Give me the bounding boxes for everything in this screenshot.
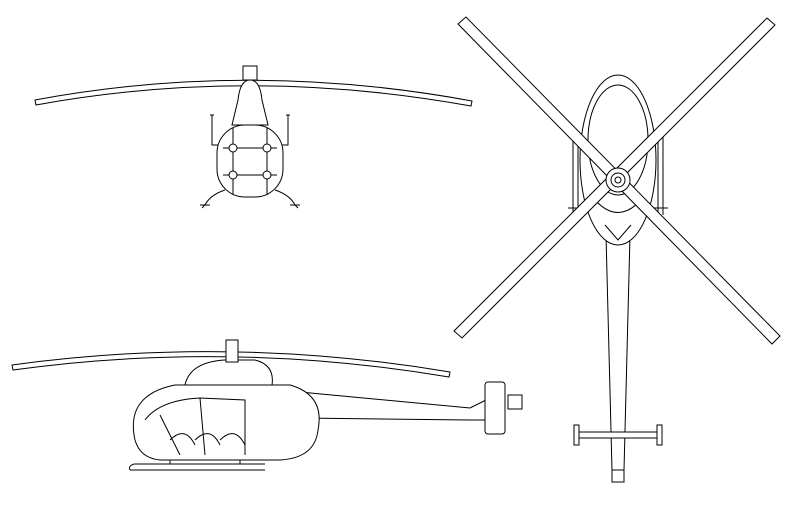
- front-cabin: [216, 124, 284, 198]
- side-tail-boom: [299, 391, 496, 421]
- top-rotor-hub: [605, 167, 631, 193]
- side-engine-fairing: [184, 359, 273, 386]
- side-view: [11, 339, 523, 471]
- front-rotor-blade: [34, 79, 473, 107]
- side-cabin: [132, 384, 320, 461]
- top-horizontal-stabilizer: [575, 431, 661, 439]
- top-view: [453, 16, 781, 483]
- side-skid: [129, 460, 265, 471]
- side-rotor-blade: [11, 351, 451, 378]
- front-mast-fairing: [231, 79, 269, 126]
- side-rotor-hub: [225, 339, 239, 363]
- front-view: [34, 65, 473, 209]
- side-tail-rotor: [484, 381, 506, 435]
- front-skids: [200, 189, 300, 209]
- front-rotor-hub: [242, 65, 258, 81]
- top-skids: [568, 135, 668, 215]
